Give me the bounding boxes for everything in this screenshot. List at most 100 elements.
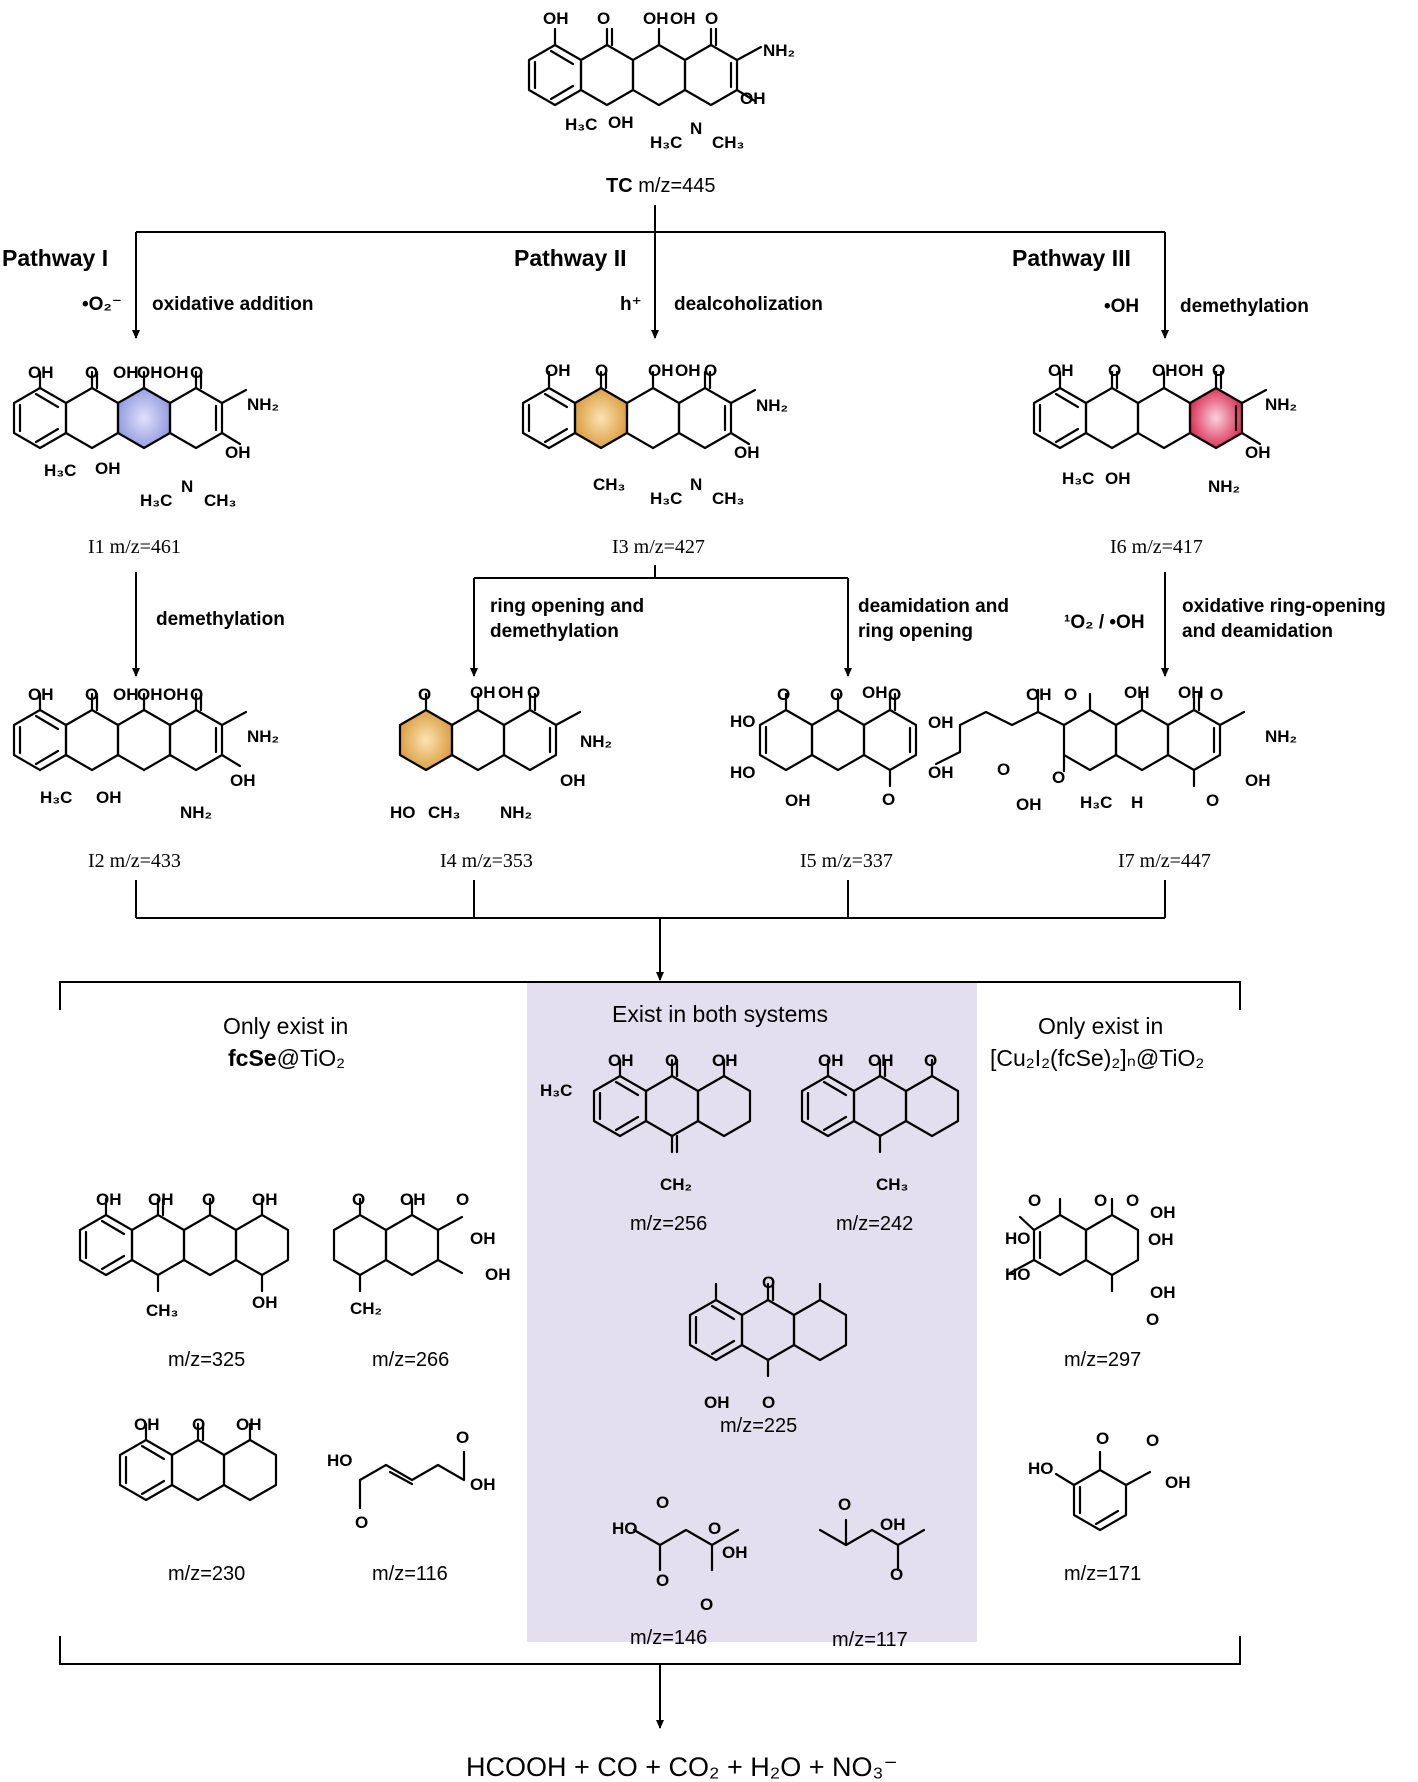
svg-text:O: O: [882, 790, 895, 809]
svg-text:H₃C: H₃C: [40, 788, 72, 807]
svg-text:H₃C: H₃C: [650, 133, 682, 152]
svg-text:H₃C: H₃C: [140, 491, 172, 510]
product-171-structure: [1054, 1450, 1152, 1532]
svg-text:O: O: [830, 685, 843, 704]
svg-text:OH: OH: [485, 1265, 511, 1284]
svg-text:OH: OH: [1150, 1203, 1176, 1222]
svg-text:H: H: [1131, 793, 1143, 812]
svg-text:O: O: [190, 685, 203, 704]
groups-bracket-top: [59, 981, 1241, 1010]
svg-text:NH₂: NH₂: [1265, 395, 1297, 414]
svg-text:OH: OH: [608, 1051, 634, 1070]
svg-text:O: O: [527, 683, 540, 702]
svg-text:CH₃: CH₃: [712, 489, 744, 508]
svg-text:O: O: [888, 685, 901, 704]
svg-text:OH: OH: [1124, 683, 1150, 702]
svg-text:O: O: [1146, 1431, 1159, 1450]
pathway-2-condition: dealcoholization: [674, 294, 823, 315]
svg-text:HO: HO: [612, 1519, 638, 1538]
svg-text:OH: OH: [28, 685, 54, 704]
svg-text:O: O: [890, 1565, 903, 1584]
svg-text:OH: OH: [134, 1415, 160, 1434]
svg-text:O: O: [762, 1393, 775, 1412]
i6-to-i7-step-line1: oxidative ring-opening: [1182, 596, 1386, 617]
svg-text:H₃C: H₃C: [540, 1081, 572, 1100]
right-group-line1: Only exist in: [1038, 1013, 1163, 1039]
svg-text:CH₂: CH₂: [350, 1299, 382, 1318]
svg-text:CH₃: CH₃: [428, 803, 460, 822]
pathway-1-title: Pathway I: [2, 245, 108, 271]
tc-structure: [527, 27, 763, 107]
product-146-structure: [632, 1528, 740, 1572]
product-225-structure: [688, 1282, 848, 1378]
svg-text:CH₃: CH₃: [876, 1175, 908, 1194]
i2-structure: [12, 692, 248, 772]
final-products: HCOOH + CO + CO₂ + H₂O + NO₃⁻: [466, 1752, 898, 1782]
svg-text:OH: OH: [236, 1415, 262, 1434]
i2-label: I2 m/z=433: [88, 850, 181, 872]
svg-text:NH₂: NH₂: [247, 727, 279, 746]
svg-text:OH: OH: [163, 685, 189, 704]
svg-text:OH: OH: [470, 683, 496, 702]
i3-to-i5-step-line1: deamidation and: [858, 596, 1009, 617]
svg-text:OH: OH: [1105, 469, 1131, 488]
svg-text:NH₂: NH₂: [1265, 727, 1297, 746]
svg-text:OH: OH: [252, 1190, 278, 1209]
svg-text:O: O: [997, 760, 1010, 779]
svg-text:O: O: [1146, 1310, 1159, 1329]
i1-to-i2-step: demethylation: [156, 609, 285, 630]
svg-text:OH: OH: [785, 791, 811, 810]
svg-text:NH₂: NH₂: [580, 732, 612, 751]
svg-text:OH: OH: [734, 443, 760, 462]
i6-highlight: [1190, 388, 1242, 448]
svg-text:O: O: [838, 1495, 851, 1514]
svg-text:O: O: [1064, 685, 1077, 704]
svg-text:O: O: [777, 685, 790, 704]
i1-label: I1 m/z=461: [88, 536, 181, 558]
middle-group-title: Exist in both systems: [612, 1001, 828, 1027]
svg-text:O: O: [1096, 1429, 1109, 1448]
svg-text:OH: OH: [225, 443, 251, 462]
product-left-4-label: m/z=116: [372, 1563, 448, 1585]
svg-text:O: O: [355, 1513, 368, 1532]
svg-text:OH: OH: [1026, 685, 1052, 704]
svg-text:O: O: [418, 685, 431, 704]
svg-text:OH: OH: [252, 1293, 278, 1312]
svg-text:OH: OH: [1178, 683, 1204, 702]
svg-text:OH: OH: [740, 89, 766, 108]
svg-text:OH: OH: [163, 363, 189, 382]
product-middle-1-label: m/z=256: [630, 1213, 707, 1235]
i5-structure: [758, 692, 918, 788]
parent-label: TC m/z=445: [606, 175, 716, 197]
svg-text:CH₂: CH₂: [660, 1175, 692, 1194]
svg-text:H₃C: H₃C: [1062, 469, 1094, 488]
left-group-line1: Only exist in: [223, 1013, 348, 1039]
svg-text:OH: OH: [545, 361, 571, 380]
svg-text:OH: OH: [1048, 361, 1074, 380]
svg-text:OH: OH: [543, 9, 569, 28]
svg-text:O: O: [456, 1428, 469, 1447]
product-230-structure: [118, 1422, 278, 1502]
svg-text:HO: HO: [1005, 1265, 1031, 1284]
i4-highlight: [400, 710, 452, 770]
svg-text:OH: OH: [722, 1543, 748, 1562]
i3-highlight: [575, 388, 627, 448]
svg-text:CH₃: CH₃: [146, 1301, 178, 1320]
svg-text:OH: OH: [862, 683, 888, 702]
pathway-1-condition: oxidative addition: [152, 294, 314, 315]
product-325-structure: [78, 1197, 290, 1293]
svg-text:OH: OH: [880, 1515, 906, 1534]
svg-text:OH: OH: [96, 1190, 122, 1209]
svg-text:O: O: [1094, 1191, 1107, 1210]
svg-text:O: O: [708, 1519, 721, 1538]
product-middle-3-label: m/z=225: [720, 1415, 797, 1437]
svg-text:HO: HO: [390, 803, 416, 822]
pathway-2-title: Pathway II: [514, 245, 626, 271]
svg-text:HO: HO: [1028, 1459, 1054, 1478]
svg-text:NH₂: NH₂: [1208, 477, 1240, 496]
i1-highlight: [118, 388, 170, 448]
svg-text:OH: OH: [928, 713, 954, 732]
svg-text:OH: OH: [148, 1190, 174, 1209]
svg-text:O: O: [192, 1415, 205, 1434]
